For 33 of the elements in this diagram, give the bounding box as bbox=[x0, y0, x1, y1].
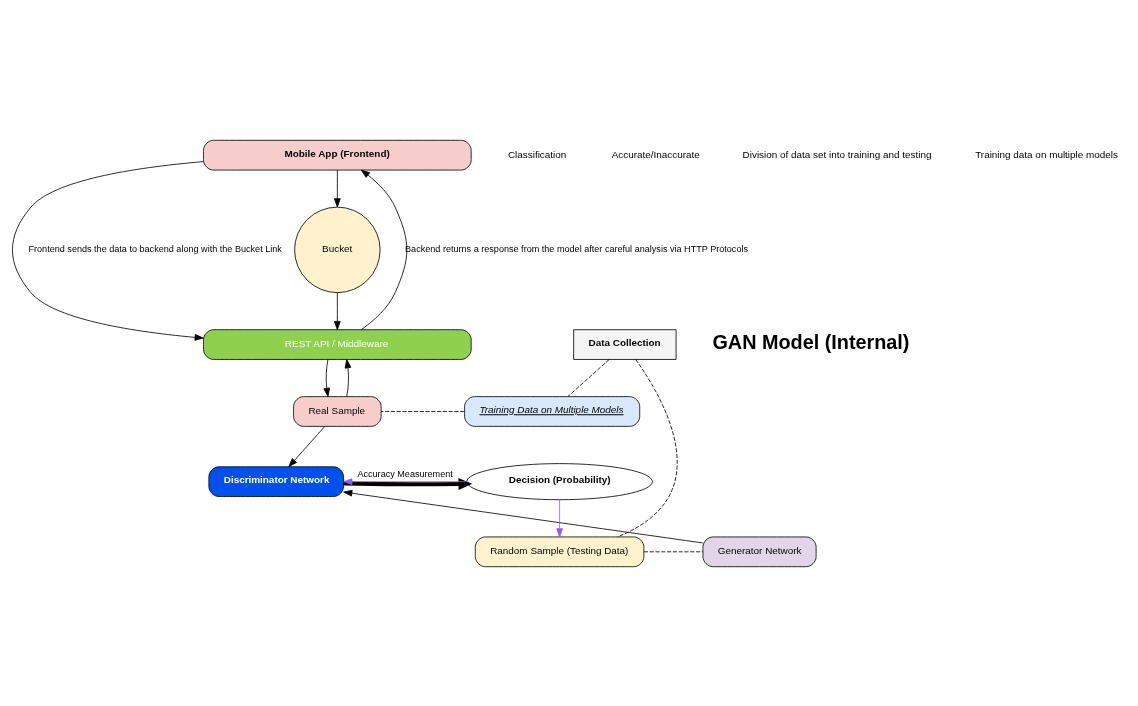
connector bbox=[617, 358, 678, 537]
arrow bbox=[343, 477, 468, 485]
node-box: Generator Network bbox=[702, 536, 817, 567]
arrow bbox=[323, 358, 330, 397]
arrow bbox=[334, 169, 341, 207]
arrow bbox=[12, 160, 204, 341]
label: Accurate/Inaccurate bbox=[611, 148, 700, 160]
arrow bbox=[288, 425, 326, 467]
node-box: Discriminator Network bbox=[208, 465, 344, 497]
label: Division of data set into training and testing bbox=[742, 148, 932, 160]
connector bbox=[567, 358, 610, 397]
arrow bbox=[344, 358, 352, 397]
arrow bbox=[343, 477, 473, 490]
edge-label: Backend returns a response from the model after careful analysis via HTTP Protocols bbox=[405, 243, 749, 254]
node-box: Training Data on Multiple Models bbox=[464, 395, 641, 427]
arrow bbox=[556, 498, 563, 537]
connector bbox=[643, 550, 704, 552]
arrow bbox=[360, 169, 408, 330]
arrow bbox=[343, 489, 704, 543]
node-box: REST API / Middleware bbox=[203, 328, 472, 360]
node-ellipse: Decision (Probability) bbox=[466, 462, 653, 500]
node-circle: Bucket bbox=[294, 206, 381, 293]
connector bbox=[380, 410, 465, 412]
label: Training data on multiple models bbox=[975, 148, 1118, 160]
edge-label: Frontend sends the data to backend along with the Bucket Link bbox=[28, 243, 282, 254]
node-box: Random Sample (Testing Data) bbox=[474, 536, 645, 567]
node-box: Data Collection bbox=[573, 328, 677, 360]
edge-label: Accuracy Measurement bbox=[357, 468, 453, 479]
node-box: Real Sample bbox=[293, 395, 382, 427]
arrow bbox=[334, 291, 341, 330]
node-box: Mobile App (Frontend) bbox=[203, 139, 472, 170]
label: Classification bbox=[507, 148, 567, 160]
label: GAN Model (Internal) bbox=[712, 330, 910, 353]
